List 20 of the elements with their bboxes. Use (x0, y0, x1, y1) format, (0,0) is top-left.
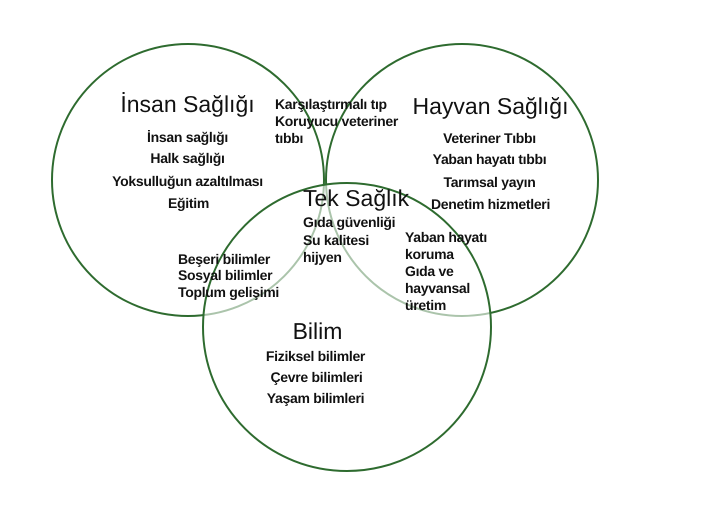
overlap-title: Tek Sağlık (303, 185, 410, 211)
list-item: Yoksulluğun azaltılması (112, 173, 263, 190)
overlap-item: Gıda güvenliği (303, 214, 396, 230)
overlap-item: Su kalitesi (303, 232, 369, 248)
circle-title: İnsan Sağlığı (120, 90, 255, 116)
list-item: Yaban hayatı tıbbı (432, 151, 546, 168)
list-item: Eğitim (168, 195, 209, 212)
list-item: Çevre bilimleri (270, 369, 362, 386)
circle-title: Bilim (292, 318, 342, 344)
list-item: Fiziksel bilimler (266, 348, 366, 365)
circle-title: Hayvan Sağlığı (412, 92, 568, 118)
list-item: Denetim hizmetleri (430, 196, 550, 213)
list-item: Veteriner Tıbbı (443, 130, 536, 147)
list-item: Tarımsal yayın (443, 174, 536, 191)
list-item: İnsan sağlığı (147, 129, 228, 146)
list-item: Yaşam bilimleri (266, 390, 364, 407)
list-item: Halk sağlığı (150, 150, 225, 167)
overlap-item: Beşeri bilimler (178, 250, 270, 268)
overlap-item: Gıda ve hayvansal üretim (405, 262, 472, 314)
overlap-item: hijyen (303, 248, 342, 266)
